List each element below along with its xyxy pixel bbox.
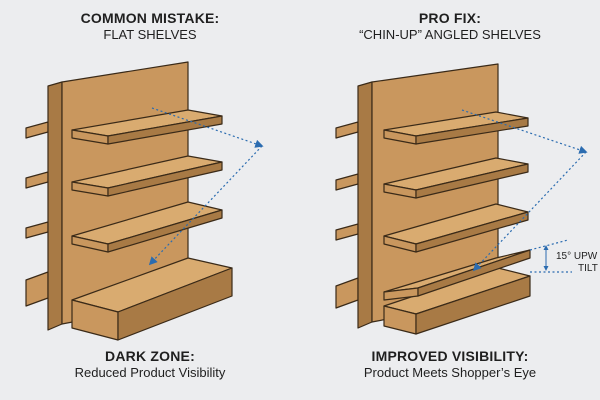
sightline-lower [148, 145, 263, 266]
right-footer-subheading: Product Meets Shopper’s Eye [363, 364, 537, 380]
shelf-2-edge [415, 163, 529, 199]
left-footer-heading: DARK ZONE: [105, 348, 195, 364]
tilt-label-line1: 15° UPW [556, 251, 598, 262]
back-shelf-right [335, 121, 359, 309]
shelf-1-edge [107, 115, 223, 145]
flat-sightlines [148, 107, 264, 266]
left-footer-subheading: Reduced Product Visibility [74, 364, 226, 380]
right-panel-title: PRO FIX: “CHIN-UP” ANGLED SHELVES [300, 10, 600, 42]
left-panel-title: COMMON MISTAKE: FLAT SHELVES [0, 10, 300, 42]
left-panel-heading: COMMON MISTAKE: [80, 10, 220, 26]
tilt-reference-angled [529, 239, 569, 251]
upright-side [357, 81, 373, 329]
upright-side [47, 81, 63, 331]
flat-shelf-unit [25, 61, 233, 341]
sightline-upper [151, 107, 264, 148]
right-footer-heading: IMPROVED VISIBILITY: [371, 348, 529, 364]
base-deck-side [117, 267, 233, 341]
angled-shelf-unit [335, 63, 531, 335]
left-panel-footer: DARK ZONE: Reduced Product Visibility [0, 348, 300, 380]
right-panel-subheading: “CHIN-UP” ANGLED SHELVES [359, 26, 541, 42]
base-deck-side [415, 275, 531, 335]
shelf-1-edge [415, 117, 529, 145]
sightline-lower [472, 151, 587, 272]
shelf-2-edge [107, 161, 223, 197]
shelf-3-edge [415, 211, 529, 253]
angled-shelf-edge [417, 249, 531, 297]
tilt-label-line2: TILT [578, 263, 598, 274]
sightline-upper [461, 109, 588, 154]
back-shelf-left [25, 121, 49, 307]
left-panel-subheading: FLAT SHELVES [103, 26, 197, 42]
shelf-3-edge [107, 209, 223, 253]
right-panel-footer: IMPROVED VISIBILITY: Product Meets Shopp… [300, 348, 600, 380]
angled-sightlines [461, 109, 588, 273]
right-panel-heading: PRO FIX: [418, 10, 482, 26]
